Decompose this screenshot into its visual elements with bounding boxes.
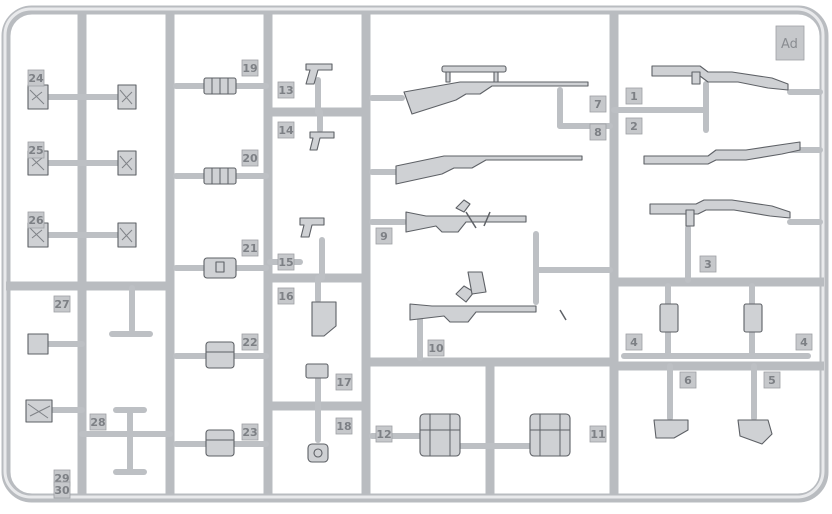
part-number-10: 10 [428,342,444,355]
part-number-27: 27 [54,298,69,311]
column-e-parts [611,65,823,445]
part-number-tag-bg [27,141,45,159]
part-number-14: 14 [278,124,294,137]
part-number-tag-bg [335,417,353,435]
machine-gun-drum [409,271,567,323]
part-number-tag-bg [795,333,813,351]
part-number-21: 21 [242,242,257,255]
part-number-6: 6 [684,374,692,387]
part-number-tag-bg [375,425,393,443]
column-a-parts [25,84,173,475]
part-number-3: 3 [704,258,712,271]
part-number-tag-bg [53,481,71,499]
column-d-rifles [369,65,613,361]
part-number-11: 11 [590,428,605,441]
part-number-tag-bg [277,81,295,99]
rifle-scoped [403,65,589,115]
part-number-tag-bg [625,333,643,351]
part-number-18: 18 [336,420,351,433]
part-number-tag-bg [763,371,781,389]
part-number-tag-bg [625,117,643,135]
part-number-23: 23 [242,426,257,439]
part-number-20: 20 [242,152,258,165]
part-number-tag-bg [241,333,259,351]
part-number-4: 4 [800,336,808,349]
rifle-plain [395,155,583,185]
part-number-tag-bg [277,121,295,139]
part-number-4: 4 [630,336,638,349]
part-number-15: 15 [278,256,293,269]
smg-mp40-2 [643,141,801,165]
smg-mp40-1 [651,65,789,91]
part-number-tag-bg [241,423,259,441]
part-number-tag-bg [427,339,445,357]
part-number-tag-bg [625,87,643,105]
outer-frame-highlight [3,7,825,499]
part-number-tag-bg [277,253,295,271]
part-number-tag-bg [699,255,717,273]
sprue-letter-badge: Ad [775,25,805,61]
part-number-tag-bg [277,287,295,305]
sprue-letter: Ad [781,37,798,52]
part-number-tag-bg [679,371,697,389]
part-number-26: 26 [28,214,44,227]
part-number-1: 1 [630,90,638,103]
part-number-28: 28 [90,416,105,429]
bottom-middle-parts [369,413,571,457]
column-b-parts [173,77,269,457]
part-number-tag-bg [27,211,45,229]
part-number-tag-bg [53,295,71,313]
part-number-tag-bg [375,227,393,245]
part-number-25: 25 [28,144,43,157]
machine-gun-bipod [405,199,527,233]
part-number-tag-bg [241,59,259,77]
grid-vertical-bars [77,14,619,494]
part-number-24: 24 [28,72,44,85]
column-c-parts [267,63,337,463]
part-number-30: 30 [54,484,70,497]
part-number-16: 16 [278,290,294,303]
smg-mp40-3 [649,199,791,227]
part-number-tag-bg [335,373,353,391]
part-number-tag-bg [241,149,259,167]
part-number-13: 13 [278,84,293,97]
part-number-tag-bg [589,425,607,443]
part-number-tag-bg [589,123,607,141]
part-number-9: 9 [380,230,388,243]
part-number-tag-bg [241,239,259,257]
part-number-2: 2 [630,120,638,133]
part-number-tag-bg [589,95,607,113]
part-number-19: 19 [242,62,257,75]
part-number-12: 12 [376,428,391,441]
part-number-17: 17 [336,376,351,389]
part-number-22: 22 [242,336,257,349]
part-number-tag-bg [89,413,107,431]
part-number-tag-bg [27,69,45,87]
part-number-7: 7 [594,98,602,111]
part-number-8: 8 [594,126,602,139]
part-number-5: 5 [768,374,776,387]
